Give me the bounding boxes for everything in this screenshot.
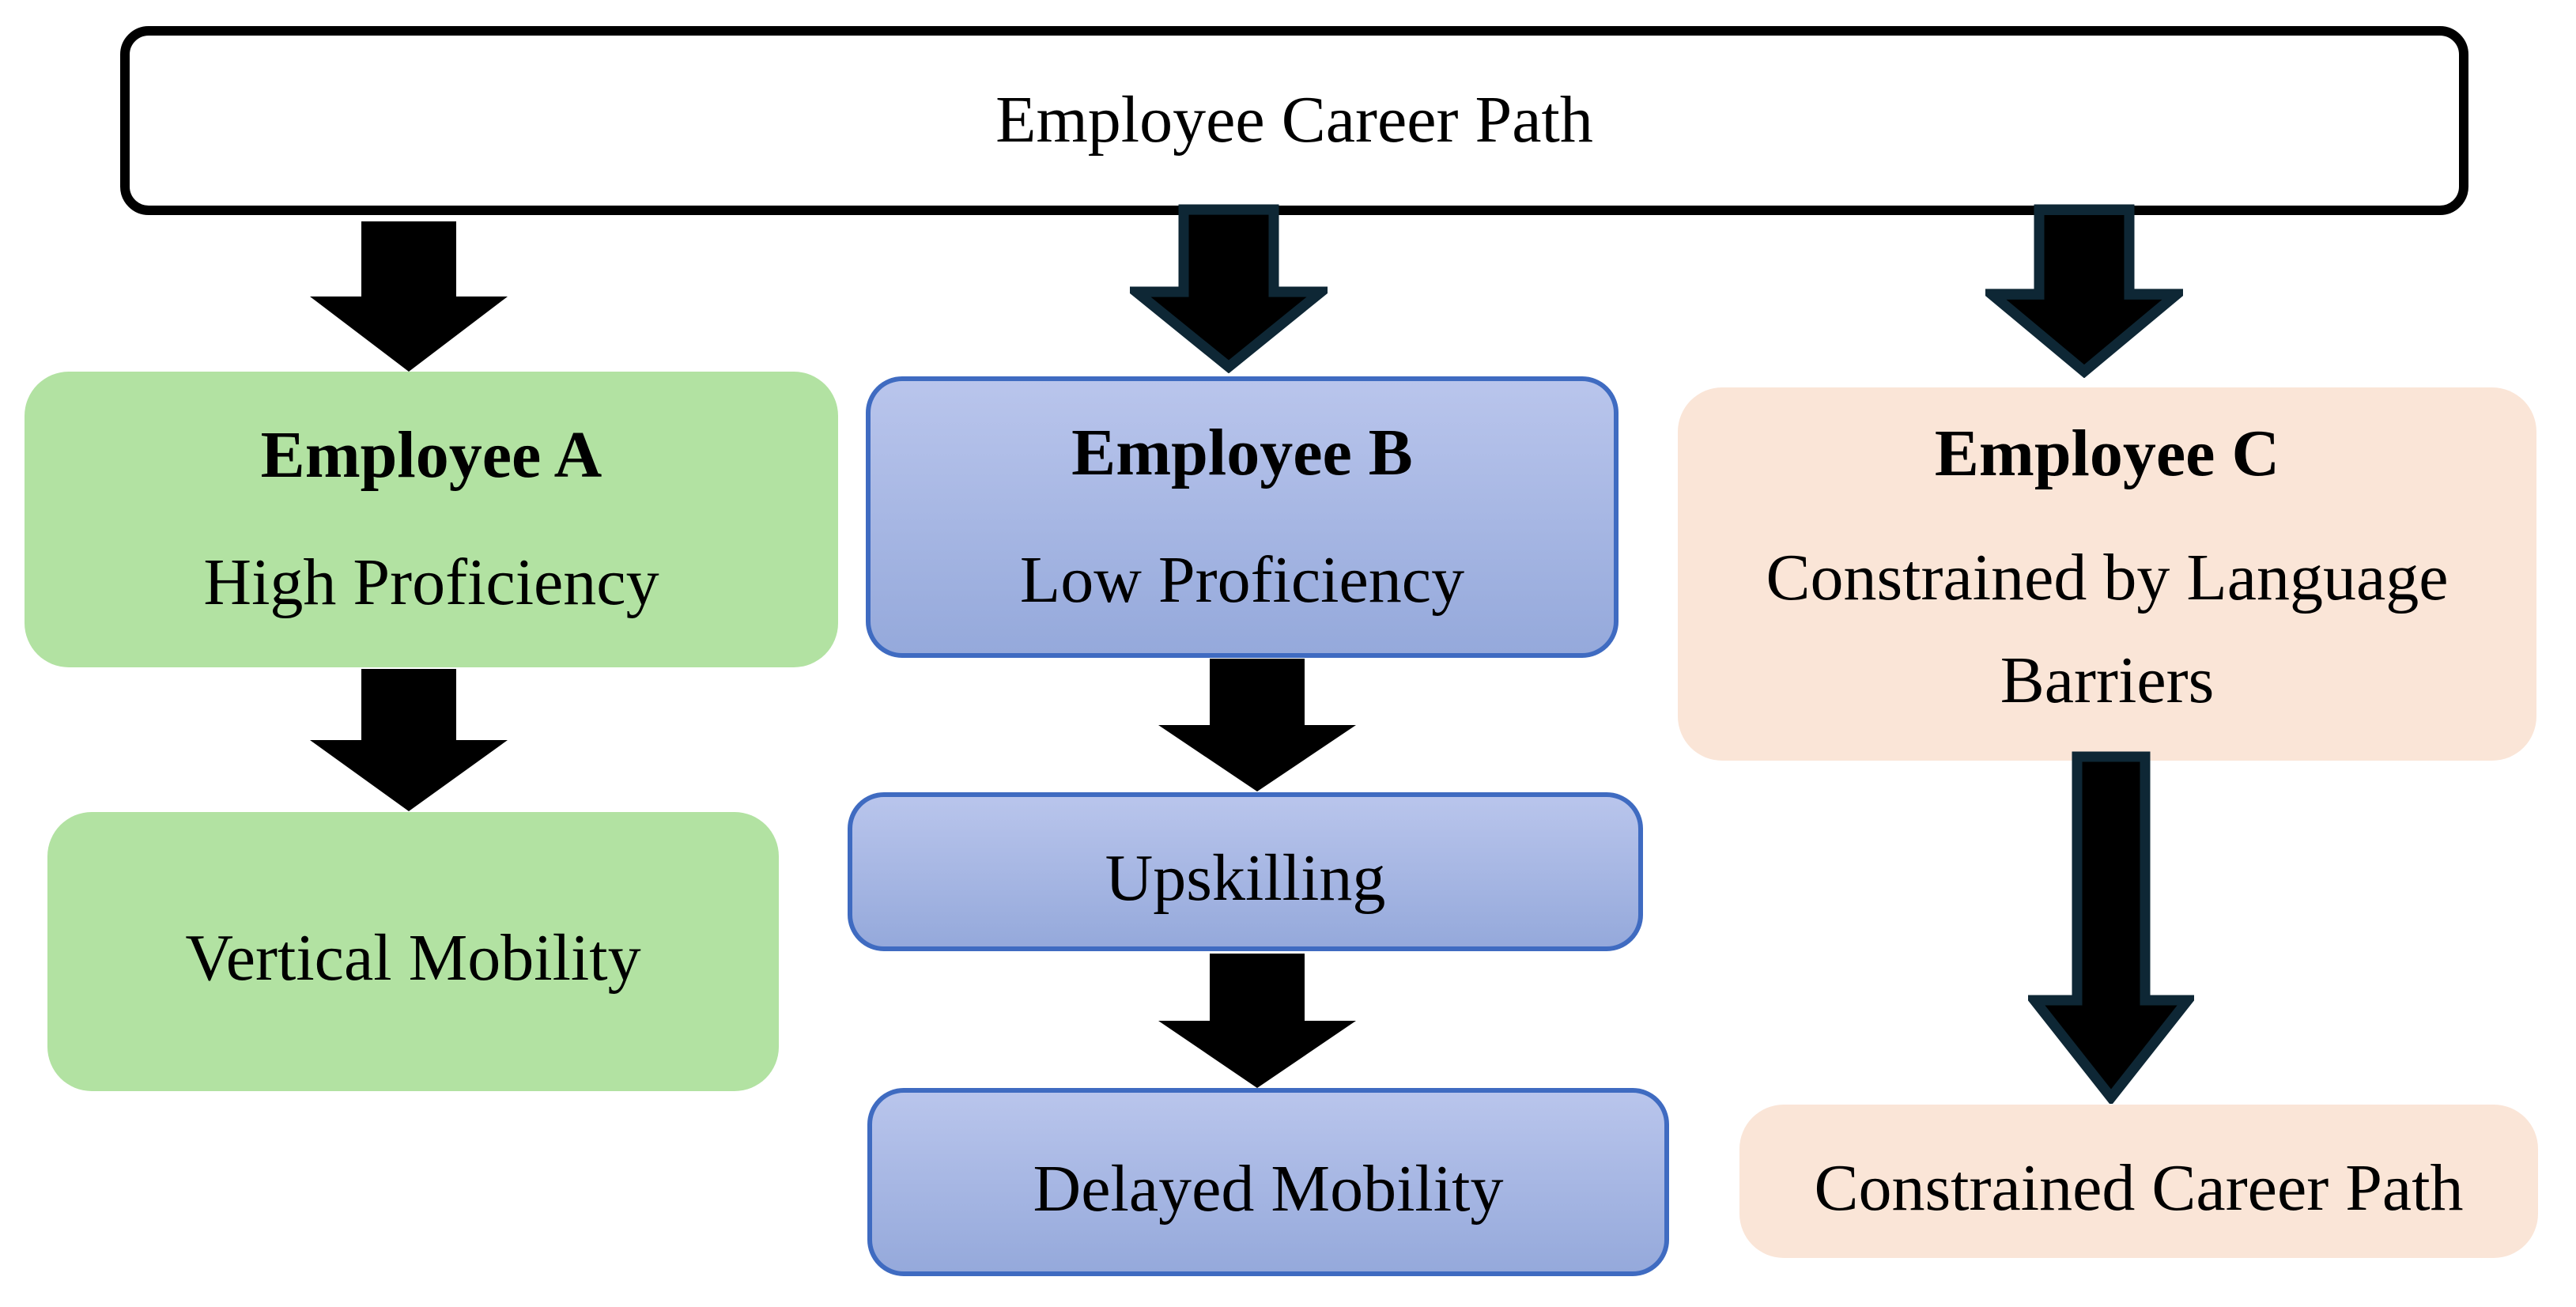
node-employee-a-title: Employee A (260, 418, 602, 493)
node-employee-c: Employee C Constrained by Language Barri… (1678, 387, 2536, 761)
node-employee-a-subtitle: High Proficiency (203, 546, 659, 619)
node-vertical-mobility: Vertical Mobility (47, 812, 779, 1091)
node-employee-b: Employee B Low Proficiency (866, 376, 1618, 658)
node-employee-career-path: Employee Career Path (120, 26, 2468, 215)
down-arrow-icon (1130, 204, 1328, 373)
node-upskilling-label: Upskilling (1105, 841, 1386, 916)
node-constrained-career-path: Constrained Career Path (1739, 1105, 2538, 1258)
down-arrow-icon (1158, 954, 1356, 1088)
down-arrow-icon (2028, 751, 2194, 1104)
down-arrow-icon (310, 221, 508, 372)
node-constrained-career-path-label: Constrained Career Path (1814, 1150, 2464, 1225)
node-delayed-mobility-label: Delayed Mobility (1033, 1151, 1504, 1226)
node-employee-b-title: Employee B (1071, 416, 1413, 490)
node-employee-b-subtitle: Low Proficiency (1019, 543, 1465, 617)
node-upskilling: Upskilling (848, 792, 1643, 951)
node-employee-c-subtitle: Constrained by Language Barriers (1766, 541, 2449, 718)
node-vertical-mobility-label: Vertical Mobility (185, 921, 641, 995)
down-arrow-icon (1158, 659, 1356, 791)
down-arrow-icon (310, 669, 508, 811)
node-employee-career-path-label: Employee Career Path (995, 83, 1593, 157)
node-employee-a: Employee A High Proficiency (25, 372, 838, 667)
node-employee-c-title: Employee C (1934, 416, 2280, 490)
node-delayed-mobility: Delayed Mobility (867, 1088, 1669, 1276)
down-arrow-icon (1985, 204, 2183, 378)
